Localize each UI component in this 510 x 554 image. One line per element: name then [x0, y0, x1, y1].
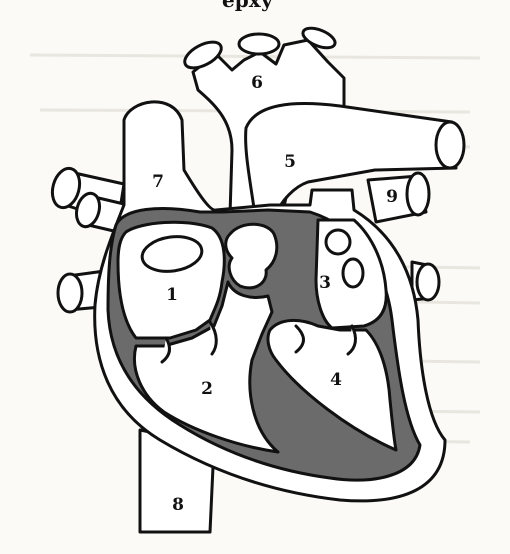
- label-7: 7: [152, 172, 164, 192]
- label-3: 3: [319, 273, 331, 293]
- header-fragment: ерху: [222, 0, 274, 12]
- label-1: 1: [166, 285, 178, 305]
- label-2: 2: [201, 379, 213, 399]
- pulmonary-vein-opening-lower: [343, 259, 363, 287]
- pulmonary-vein-opening-upper: [326, 230, 350, 254]
- label-4: 4: [330, 370, 342, 390]
- label-6: 6: [251, 73, 263, 93]
- label-5: 5: [284, 152, 296, 172]
- pulmonary-artery: [246, 104, 464, 218]
- label-8: 8: [172, 495, 184, 515]
- label-9: 9: [386, 187, 398, 207]
